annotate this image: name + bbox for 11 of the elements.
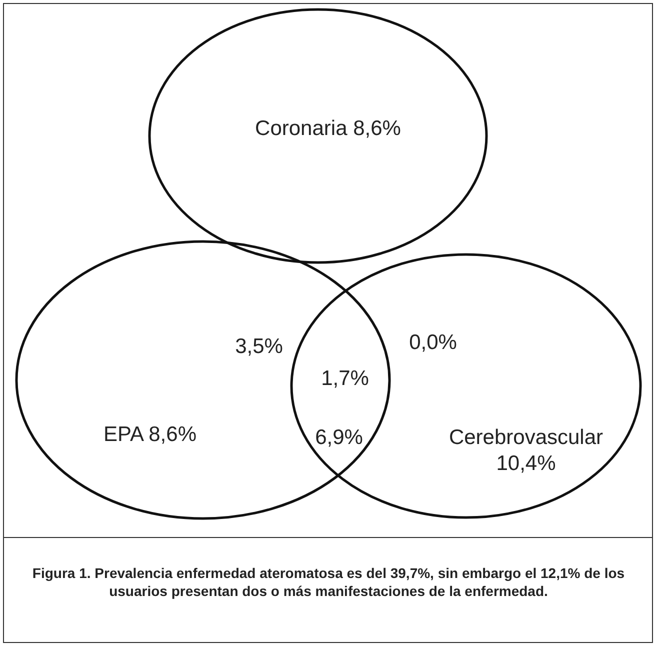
venn-ellipse [15,240,391,520]
overlap-value: 3,5% [234,334,284,360]
set-label: Coronaria 8,6% [254,116,402,142]
venn-ellipse [148,8,488,264]
venn-ellipse [290,253,642,519]
figure-caption: Figura 1. Prevalencia enfermedad ateromatosa es del 39,7%, sin embargo el 12,1% de los usuarios presentan dos o más manifestaciones de la enfermedad. [31,564,626,600]
overlap-value: 1,7% [320,366,370,392]
set-label: EPA 8,6% [102,422,198,448]
set-label: Cerebrovascular 10,4% [448,425,604,477]
overlap-value: 6,9% [314,425,364,451]
overlap-value: 0,0% [408,330,458,356]
